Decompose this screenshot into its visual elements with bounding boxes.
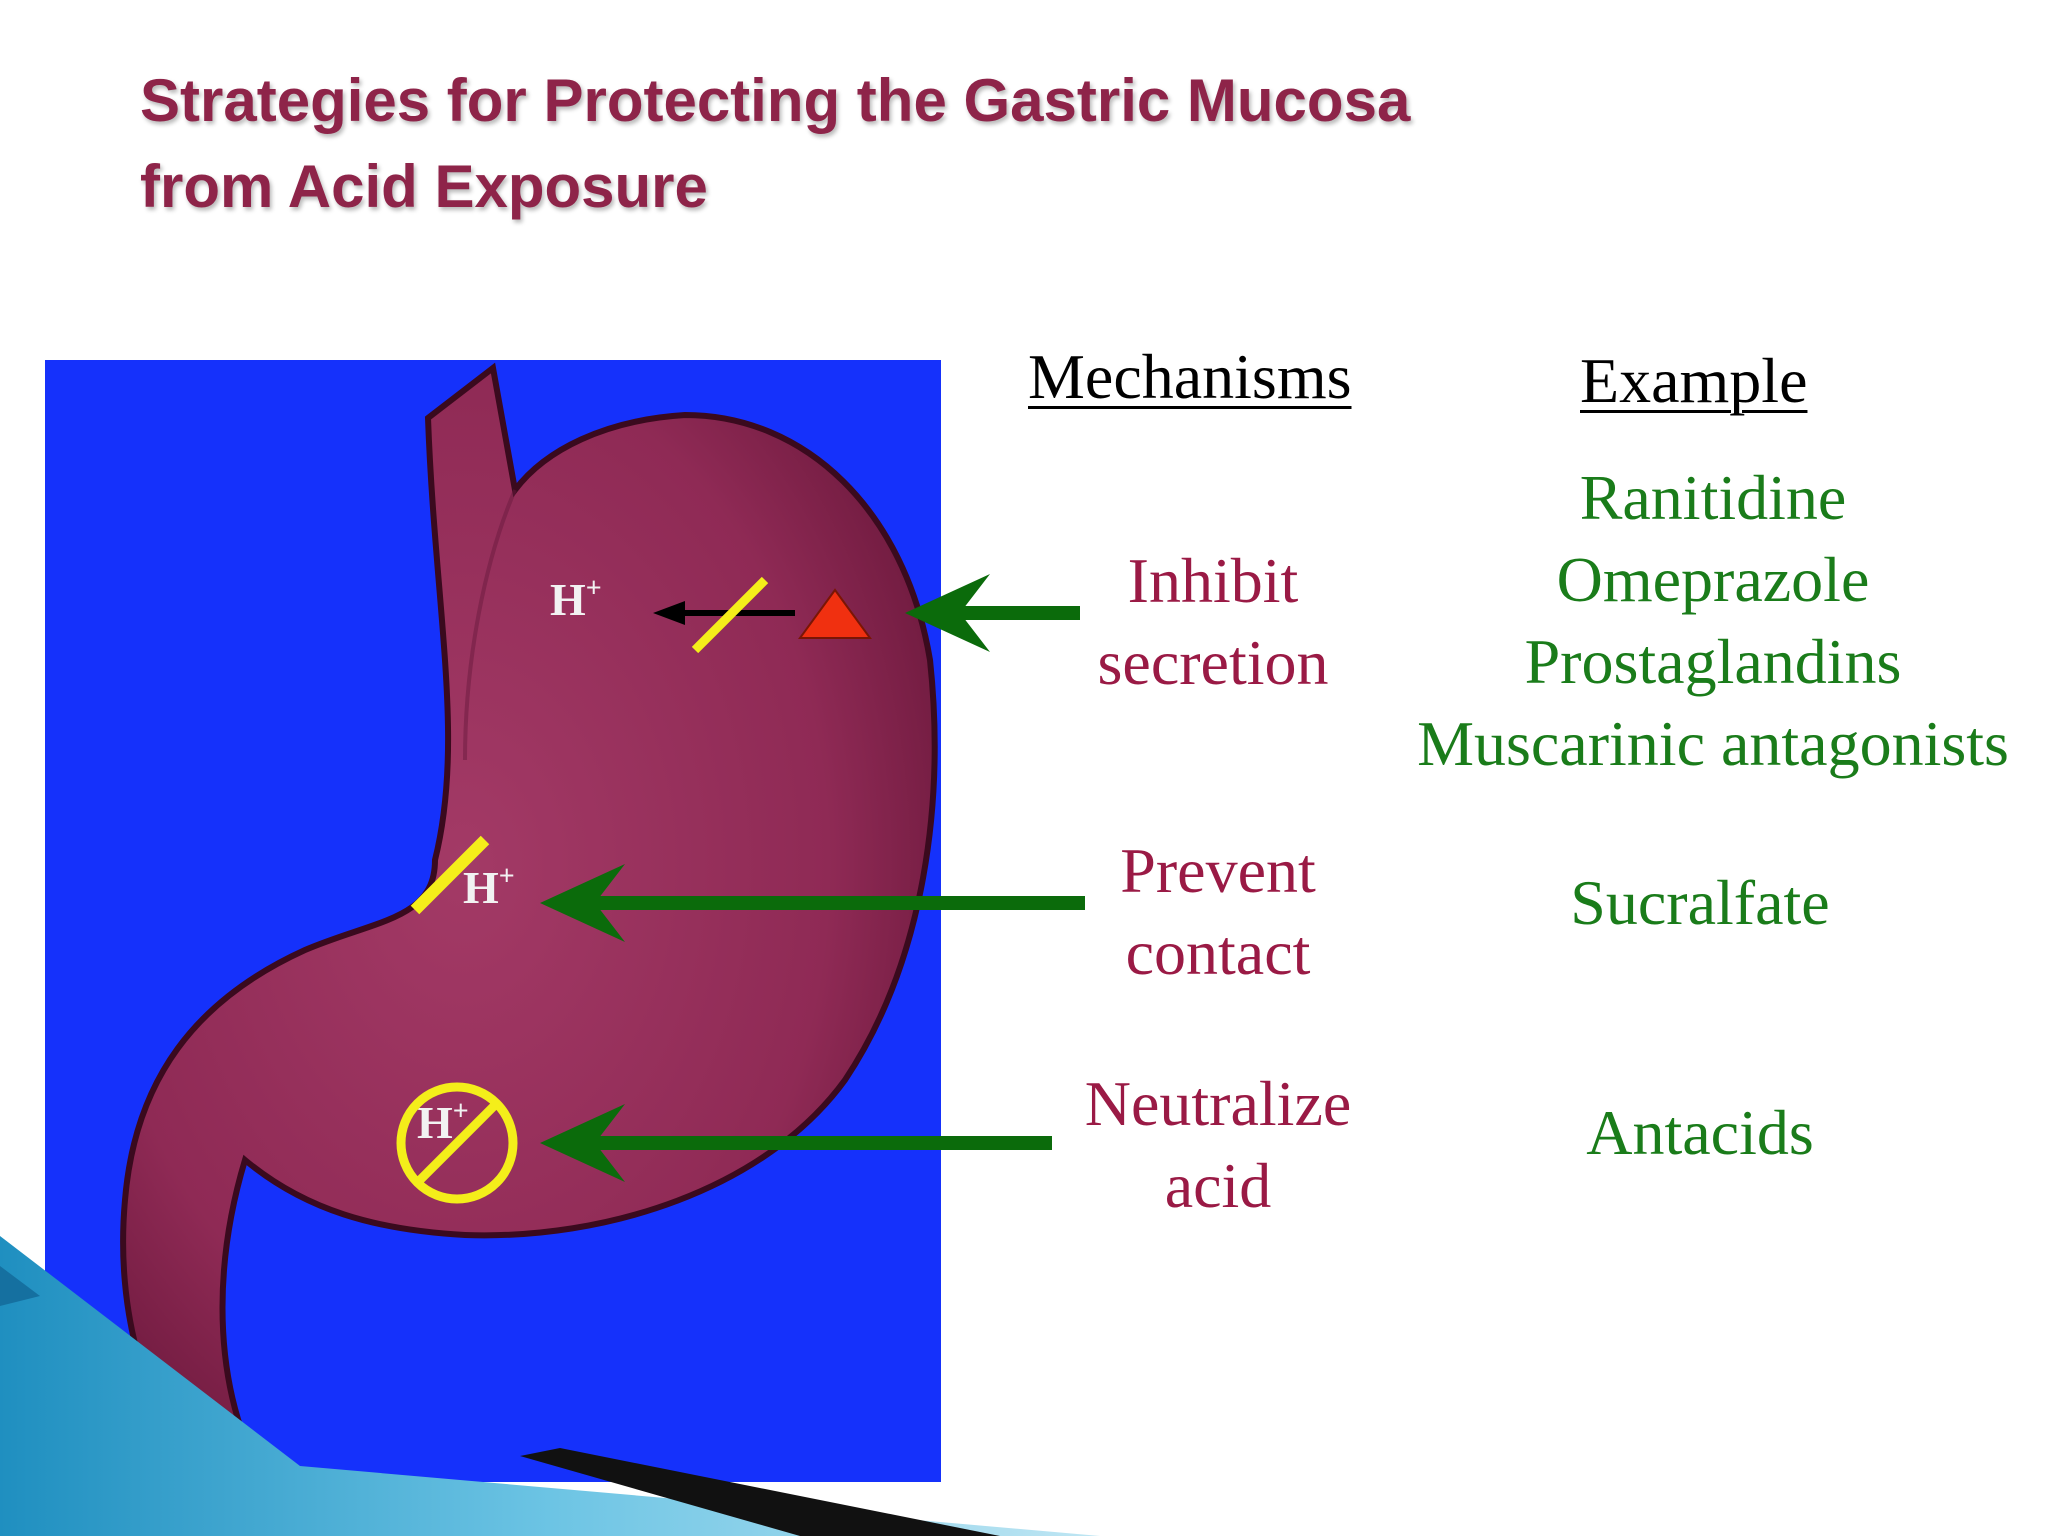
- example-item: Sucralfate: [1570, 867, 1830, 938]
- title-line-1: Strategies for Protecting the Gastric Mu…: [140, 67, 1411, 134]
- mechanism-line: Prevent: [1120, 835, 1316, 906]
- secretion-arrow-head: [653, 601, 685, 625]
- neutralize-slash: [411, 1097, 503, 1189]
- stomach-diagram: H+ H+ H+: [45, 360, 941, 1482]
- examples-inhibit-secretion: Ranitidine Omeprazole Prostaglandins Mus…: [1383, 457, 2043, 785]
- title-line-2: from Acid Exposure: [140, 153, 708, 220]
- stomach-shape: [120, 362, 938, 1476]
- receptor-triangle: [798, 588, 872, 639]
- h-ion-label-top: H+: [550, 573, 602, 625]
- example-item: Antacids: [1586, 1097, 1814, 1168]
- contact-blocker: [410, 835, 490, 915]
- mechanism-line: contact: [1125, 917, 1311, 988]
- mechanism-line: Neutralize: [1084, 1068, 1352, 1139]
- neutralize-circle: [396, 1082, 518, 1204]
- example-item: Omeprazole: [1556, 544, 1870, 615]
- examples-prevent-contact: Sucralfate: [1370, 862, 2030, 944]
- mechanism-neutralize-acid: Neutralize acid: [1008, 1063, 1428, 1227]
- example-item: Prostaglandins: [1524, 626, 1902, 697]
- header-example: Example: [1580, 345, 1808, 416]
- stomach-illustration: H+ H+ H+: [120, 362, 938, 1476]
- example-item: Ranitidine: [1579, 462, 1847, 533]
- mechanism-prevent-contact: Prevent contact: [1008, 830, 1428, 994]
- mechanism-line: Inhibit: [1127, 545, 1299, 616]
- h-ion-label-middle: H+: [463, 861, 515, 913]
- examples-neutralize-acid: Antacids: [1370, 1092, 2030, 1174]
- slide-title: Strategies for Protecting the Gastric Mu…: [140, 58, 1840, 230]
- example-item: Muscarinic antagonists: [1417, 708, 2009, 779]
- mechanism-line: secretion: [1097, 627, 1329, 698]
- template-corner-swoosh: [0, 1236, 1100, 1536]
- mechanism-line: acid: [1164, 1150, 1272, 1221]
- h-ion-label-bottom: H+: [417, 1096, 469, 1148]
- secretion-blocker: [691, 576, 769, 654]
- mechanism-inhibit-secretion: Inhibit secretion: [1003, 540, 1423, 704]
- header-mechanisms: Mechanisms: [1028, 341, 1352, 412]
